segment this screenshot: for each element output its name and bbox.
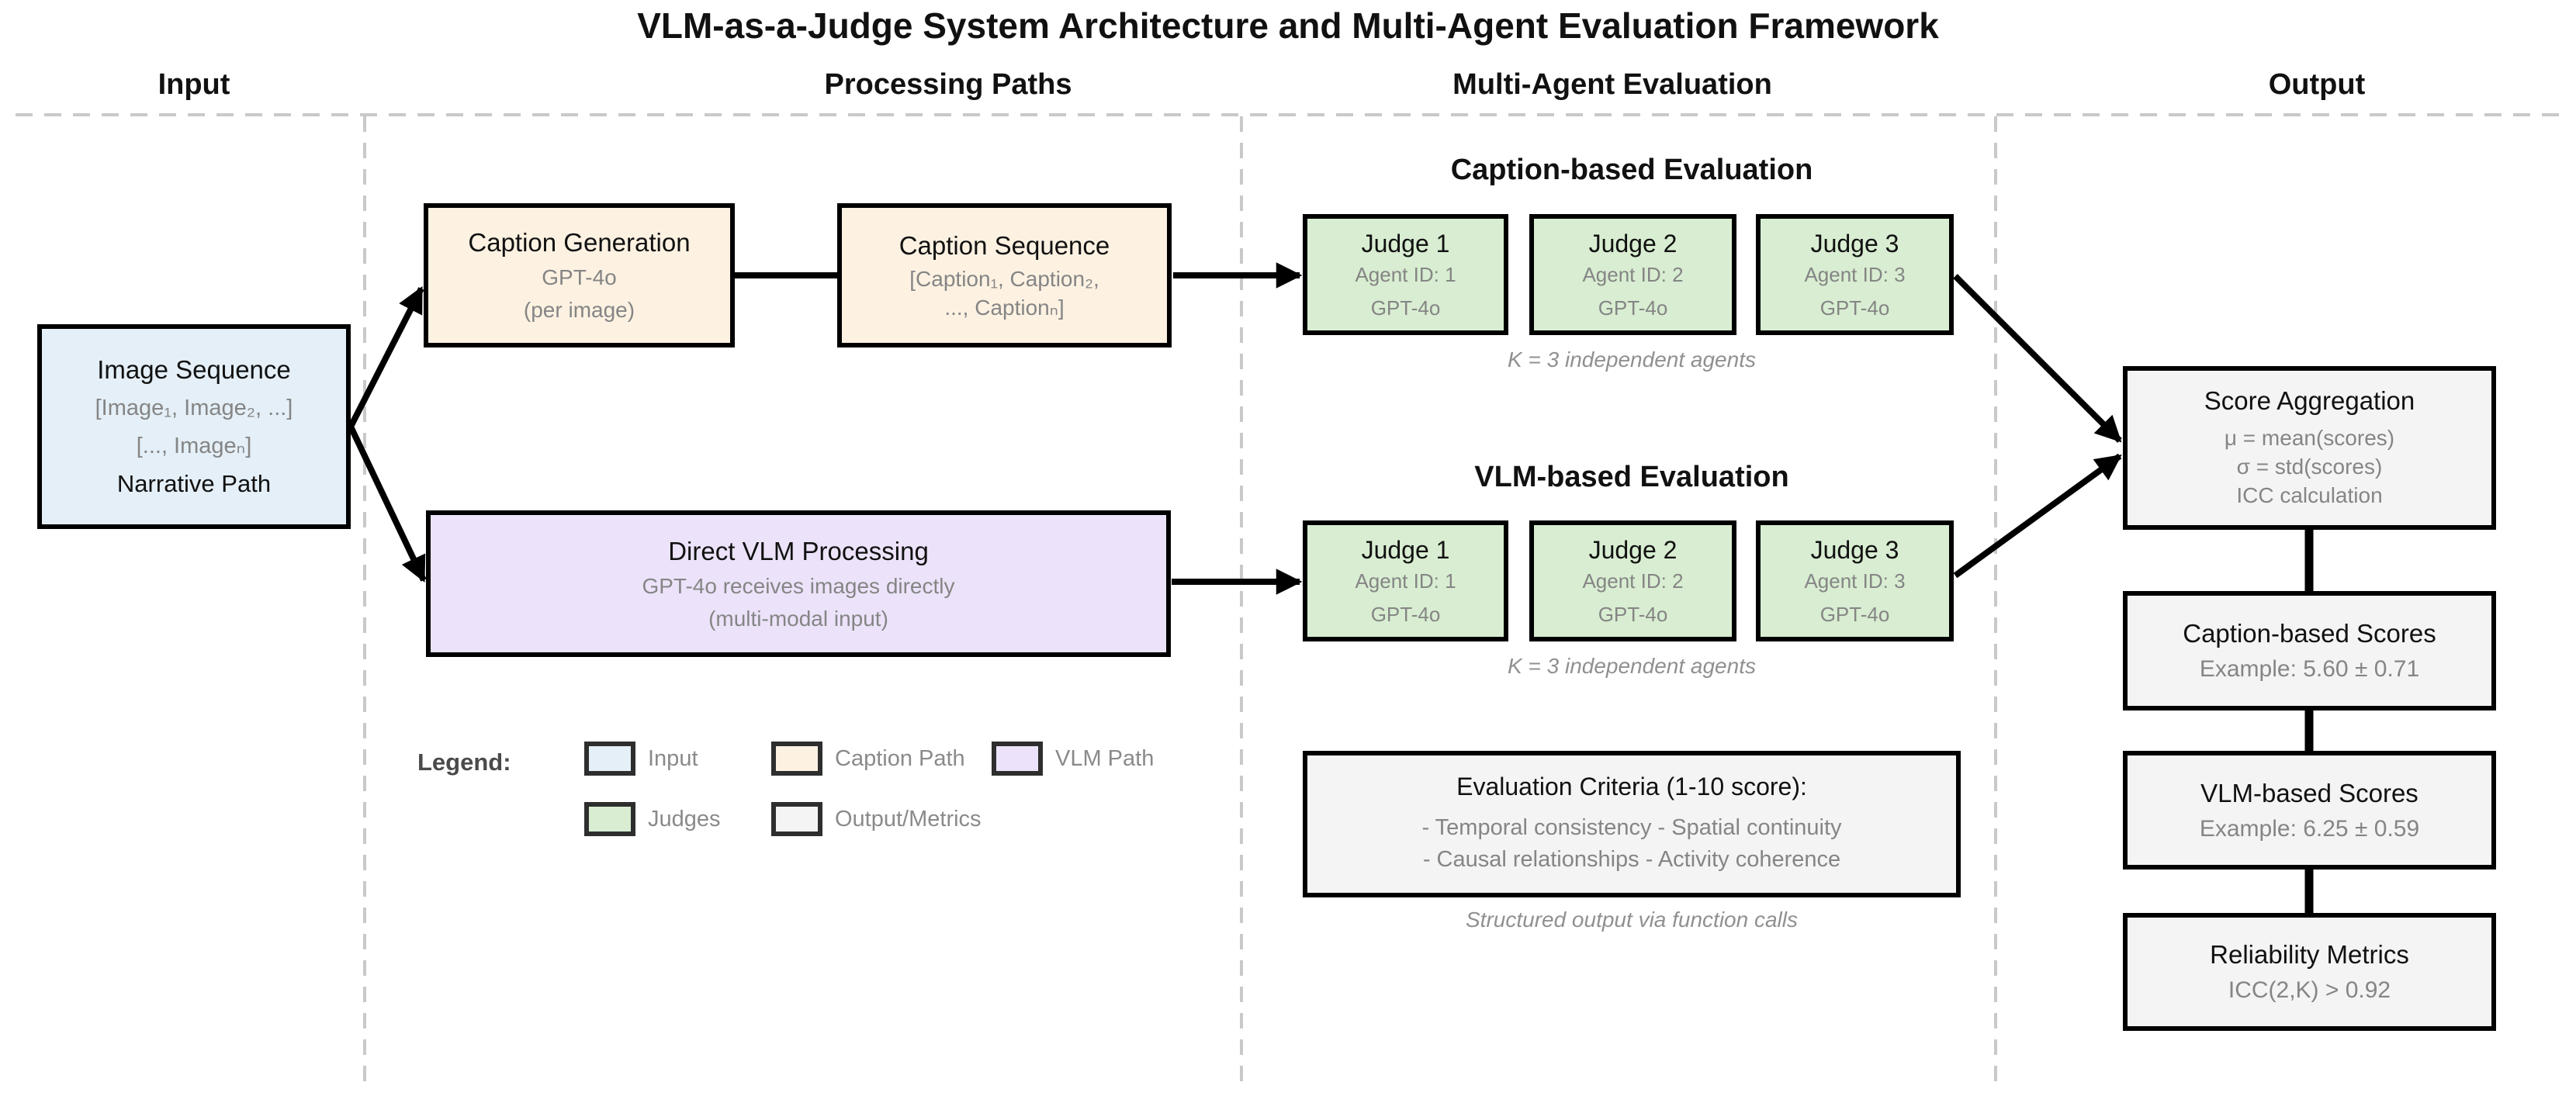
vlm-based-scores-box: VLM-based Scores Example: 6.25 ± 0.59 (2123, 751, 2496, 870)
evaluation-criteria-box: Evaluation Criteria (1-10 score): - Temp… (1303, 751, 1961, 897)
reliability-metrics-box: Reliability Metrics ICC(2,K) > 0.92 (2123, 913, 2496, 1031)
judge-title: Judge 1 (1361, 229, 1450, 258)
reliability-icc: ICC(2,K) > 0.92 (2228, 977, 2391, 1003)
legend-item-input: Input (584, 742, 698, 776)
direct-vlm-title: Direct VLM Processing (668, 536, 929, 565)
arrow-vlm-judges-to-aggregation (1953, 453, 2122, 579)
caption-scores-example: Example: 5.60 ± 0.71 (2199, 656, 2420, 682)
caption-based-scores-box: Caption-based Scores Example: 5.60 ± 0.7… (2123, 591, 2496, 710)
page-title: VLM-as-a-Judge System Architecture and M… (637, 5, 1939, 46)
caption-sequence-line2: ..., Captionₙ] (944, 295, 1065, 320)
judge-agent-id: Agent ID: 2 (1582, 262, 1684, 286)
caption-eval-note: K = 3 independent agents (1508, 347, 1756, 372)
judge-model: GPT-4o (1370, 296, 1441, 320)
legend-text: Caption Path (835, 745, 965, 771)
legend-swatch-input (584, 742, 635, 776)
judge-title: Judge 1 (1361, 535, 1450, 564)
judge-title: Judge 2 (1588, 229, 1678, 258)
vlm-judge-1-box: Judge 1 Agent ID: 1 GPT-4o (1303, 520, 1508, 641)
caption-sequence-box: Caption Sequence [Caption₁, Caption₂, ..… (837, 203, 1172, 347)
vlm-eval-heading: VLM-based Evaluation (1474, 461, 1789, 493)
caption-judge-3-box: Judge 3 Agent ID: 3 GPT-4o (1756, 214, 1954, 335)
caption-eval-heading: Caption-based Evaluation (1450, 154, 1813, 186)
legend-swatch-output-metrics (771, 802, 822, 836)
judge-agent-id: Agent ID: 3 (1804, 569, 1906, 593)
vlm-judge-2-box: Judge 2 Agent ID: 2 GPT-4o (1529, 520, 1736, 641)
score-aggregation-mu: μ = mean(scores) (2224, 426, 2395, 450)
vlm-eval-note: K = 3 independent agents (1508, 654, 1756, 678)
caption-judge-2-box: Judge 2 Agent ID: 2 GPT-4o (1529, 214, 1736, 335)
judge-agent-id: Agent ID: 3 (1804, 262, 1906, 286)
vlm-scores-example: Example: 6.25 ± 0.59 (2199, 815, 2420, 842)
caption-scores-title: Caption-based Scores (2183, 619, 2436, 648)
judge-agent-id: Agent ID: 2 (1582, 569, 1684, 593)
column-divider-2 (1240, 116, 1243, 1082)
legend-item-output-metrics: Output/Metrics (771, 802, 982, 836)
caption-generation-note: (per image) (523, 298, 635, 322)
legend-swatch-vlm-path (992, 742, 1043, 776)
vlm-judge-3-box: Judge 3 Agent ID: 3 GPT-4o (1756, 520, 1954, 641)
legend-item-caption-path: Caption Path (771, 742, 965, 776)
legend-text: Input (648, 745, 698, 771)
caption-generation-title: Caption Generation (468, 228, 691, 257)
legend-item-judges: Judges (584, 802, 721, 836)
arrow-input-to-caption-generation (348, 286, 424, 428)
direct-vlm-processing-box: Direct VLM Processing GPT-4o receives im… (426, 510, 1171, 657)
image-sequence-title: Image Sequence (97, 355, 291, 384)
legend-text: Output/Metrics (835, 806, 982, 832)
reliability-title: Reliability Metrics (2210, 940, 2409, 969)
column-header-processing-paths: Processing Paths (824, 68, 1072, 101)
evaluation-criteria-line2: - Causal relationships - Activity cohere… (1422, 847, 1841, 872)
image-sequence-line2: [..., Imageₙ] (136, 434, 252, 458)
judge-model: GPT-4o (1819, 602, 1890, 626)
judge-model: GPT-4o (1598, 602, 1668, 626)
evaluation-criteria-title: Evaluation Criteria (1-10 score): (1456, 773, 1807, 800)
direct-vlm-line1: GPT-4o receives images directly (642, 573, 955, 598)
column-header-multi-agent-evaluation: Multi-Agent Evaluation (1452, 68, 1772, 101)
caption-generation-model: GPT-4o (542, 265, 617, 289)
caption-sequence-line1: [Caption₁, Caption₂, (909, 266, 1099, 291)
image-sequence-line1: [Image₁, Image₂, ...] (95, 396, 293, 420)
judge-model: GPT-4o (1598, 296, 1668, 320)
legend-swatch-caption-path (771, 742, 822, 776)
legend-item-vlm-path: VLM Path (992, 742, 1154, 776)
legend-text: Judges (648, 806, 721, 832)
criteria-note: Structured output via function calls (1465, 908, 1798, 932)
legend-label: Legend: (417, 749, 511, 776)
column-header-output: Output (2268, 68, 2366, 101)
judge-title: Judge 2 (1588, 535, 1678, 564)
header-divider-line (16, 113, 2560, 116)
vlm-scores-title: VLM-based Scores (2200, 778, 2418, 807)
input-image-sequence-box: Image Sequence [Image₁, Image₂, ...] [..… (37, 324, 351, 529)
judge-title: Judge 3 (1810, 535, 1899, 564)
legend-text: VLM Path (1055, 745, 1155, 771)
arrow-input-to-direct-vlm (348, 425, 427, 583)
judge-title: Judge 3 (1810, 229, 1899, 258)
caption-judge-1-box: Judge 1 Agent ID: 1 GPT-4o (1303, 214, 1508, 335)
score-aggregation-box: Score Aggregation μ = mean(scores) σ = s… (2123, 366, 2496, 530)
judge-agent-id: Agent ID: 1 (1355, 569, 1456, 593)
score-aggregation-icc: ICC calculation (2236, 483, 2383, 507)
judge-model: GPT-4o (1819, 296, 1890, 320)
score-aggregation-title: Score Aggregation (2204, 386, 2415, 415)
legend-swatch-judges (584, 802, 635, 836)
score-aggregation-sigma: σ = std(scores) (2236, 455, 2383, 479)
narrative-path-label: Narrative Path (116, 470, 272, 497)
evaluation-criteria-line1: - Temporal consistency - Spatial continu… (1421, 815, 1842, 840)
column-divider-1 (363, 116, 366, 1082)
caption-generation-box: Caption Generation GPT-4o (per image) (424, 203, 735, 347)
column-divider-3 (1994, 116, 1997, 1082)
judge-agent-id: Agent ID: 1 (1355, 262, 1456, 286)
caption-sequence-title: Caption Sequence (898, 230, 1110, 260)
judge-model: GPT-4o (1370, 602, 1441, 626)
direct-vlm-line2: (multi-modal input) (708, 606, 888, 631)
arrow-caption-judges-to-aggregation (1953, 274, 2122, 443)
column-header-input: Input (158, 68, 230, 101)
